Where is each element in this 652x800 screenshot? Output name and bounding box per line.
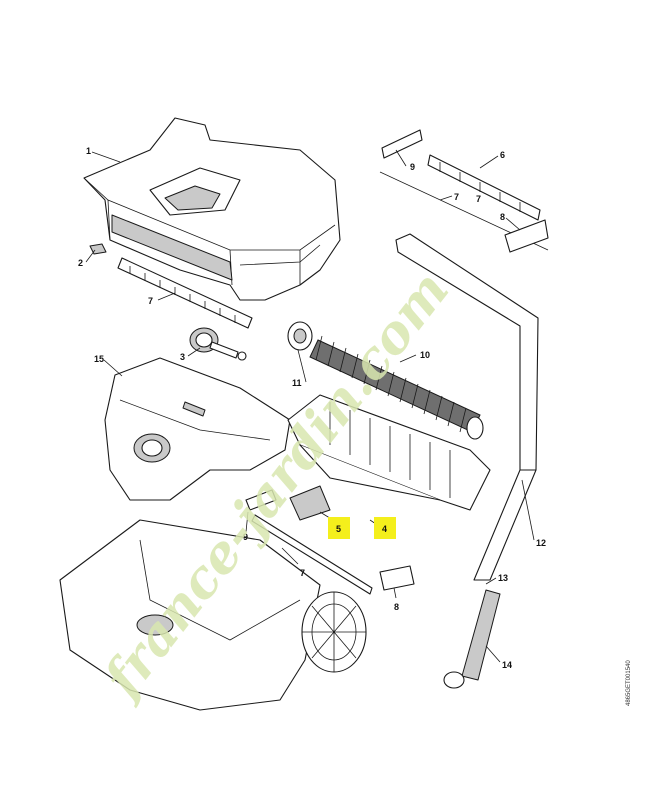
highlight-box-5 [328,517,350,539]
callout-12[interactable]: 12 [536,538,546,548]
callout-5[interactable]: 5 [336,524,341,534]
callout-7-upper-left[interactable]: 7 [148,296,153,306]
callout-4[interactable]: 4 [382,524,387,534]
part-brush-roller [309,335,484,440]
document-id: 4865GET001540 [626,660,632,706]
callout-1[interactable]: 1 [86,146,91,156]
callout-2[interactable]: 2 [78,258,83,268]
callout-6[interactable]: 6 [500,150,505,160]
callout-11[interactable]: 11 [292,378,302,388]
callout-9-lower[interactable]: 9 [243,532,248,542]
part-top-shroud [104,357,291,501]
part-handle-bar [395,233,539,581]
callout-7-lower[interactable]: 7 [300,568,305,578]
callout-7-upper-right-a[interactable]: 7 [454,192,459,202]
part-detail-top-right [379,129,549,253]
callout-10[interactable]: 10 [420,350,430,360]
part-clip [89,243,107,255]
part-comb-strip-left [117,257,253,329]
part-bearing [287,321,313,351]
part-handle-grip [443,589,501,689]
part-chassis [59,519,367,711]
part-gear-wheel [189,327,247,361]
callout-13[interactable]: 13 [498,573,508,583]
callout-15[interactable]: 15 [94,354,104,364]
callout-7-upper-right-b[interactable]: 7 [476,194,481,204]
part-lower-comb-assembly [245,485,415,595]
callout-8-lower[interactable]: 8 [394,602,399,612]
part-brush-housing [287,394,491,511]
part-cover-hopper [83,117,341,301]
callout-3[interactable]: 3 [180,352,185,362]
callout-9-upper-right[interactable]: 9 [410,162,415,172]
callout-14[interactable]: 14 [502,660,512,670]
callout-8-upper-right[interactable]: 8 [500,212,505,222]
highlight-box-4 [374,517,396,539]
